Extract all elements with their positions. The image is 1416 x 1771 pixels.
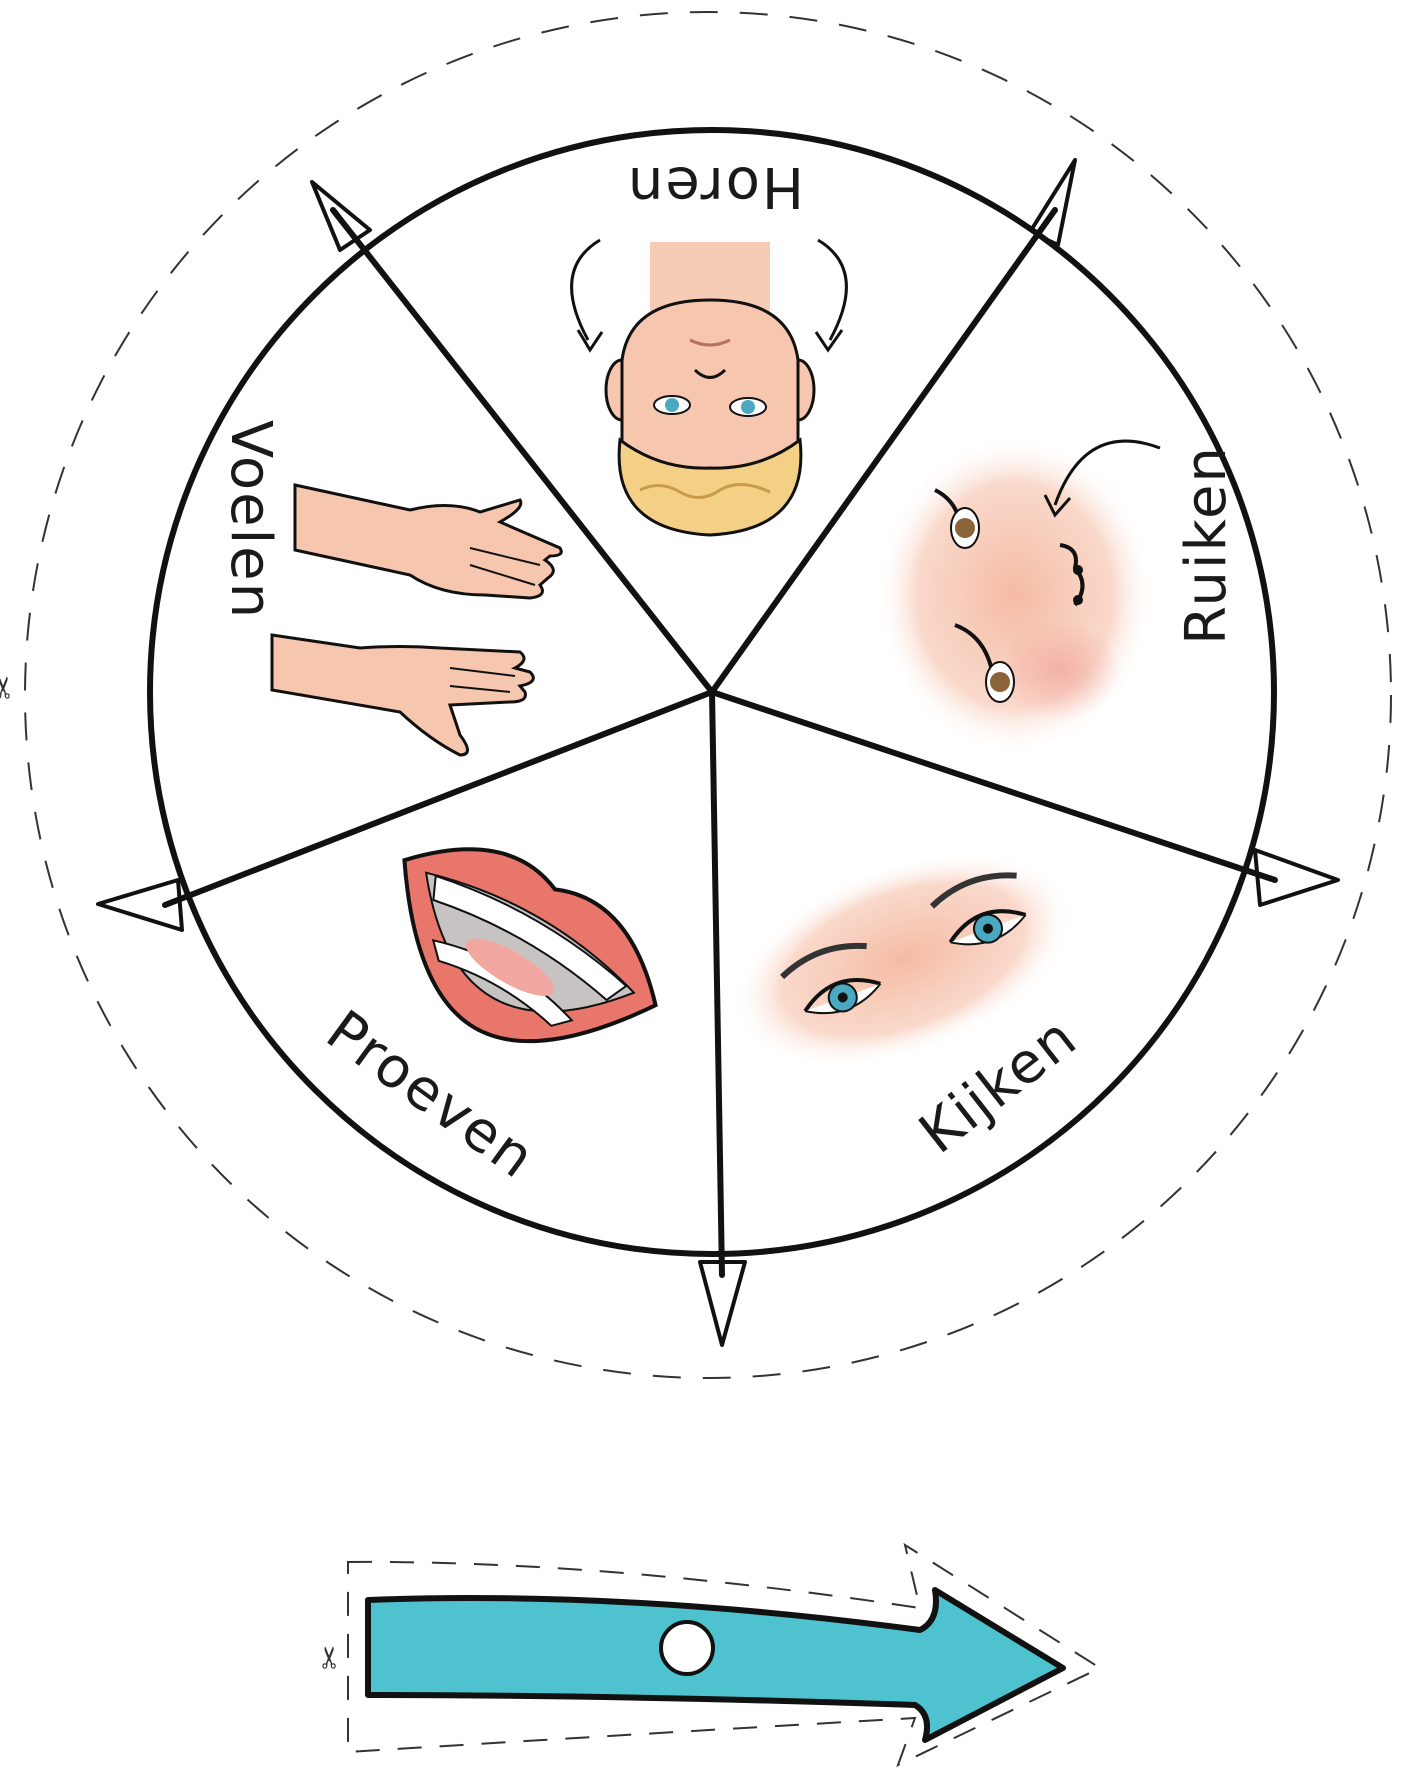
arrow-pointer-icon [368, 1590, 1063, 1740]
scissors-icon: ✂ [313, 1645, 348, 1670]
scissors-icon: ✂ [0, 675, 22, 700]
segment-horen-label: Horen [626, 154, 804, 219]
segment-ruiken-label: Ruiken [1174, 445, 1239, 645]
pivot-hole [661, 1622, 713, 1674]
segment-voelen-label: Voelen [218, 420, 283, 620]
spinner-arrow-piece: ✂ [313, 1545, 1100, 1765]
